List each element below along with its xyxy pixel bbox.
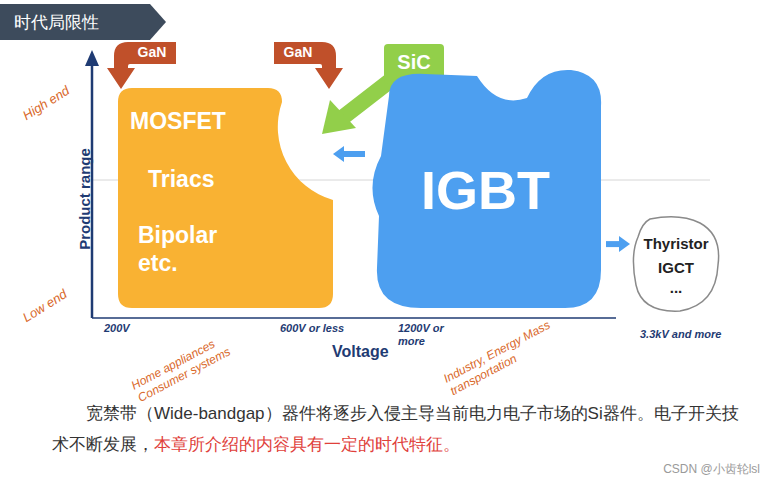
market-label: Industry, Energy Mass transportation	[441, 310, 574, 399]
arrow-head	[619, 236, 630, 252]
node-label: IGCT	[630, 259, 722, 277]
igbt-region: IGBT	[365, 66, 606, 312]
arrow-head	[333, 146, 344, 162]
highlight-text: 本章所介绍的内容具有一定的时代特征。	[154, 435, 460, 454]
voltage-tick: 3.3kV and more	[640, 328, 750, 341]
axis-title: Product range	[76, 134, 94, 264]
node-label: MOSFET	[130, 108, 280, 136]
shape-part	[372, 70, 601, 308]
voltage-tick: 200V	[104, 322, 154, 335]
connector-line	[344, 151, 365, 157]
gan-arrow: GaN	[106, 40, 178, 90]
silicon-device-region: MOSFET TriacsBipolar etc.	[118, 88, 333, 308]
caption-block: 宽禁带（Wide-bandgap）器件将逐步入侵主导当前电力电子市场的Si器件。…	[52, 398, 752, 460]
shape-part	[322, 100, 356, 134]
node-label: Triacs	[148, 166, 268, 194]
shape-part	[274, 42, 343, 89]
voltage-tick: 1200V or more	[398, 322, 468, 348]
node-label: GaN	[276, 44, 320, 61]
node-label: SiC	[384, 50, 444, 74]
node-label: ...	[630, 279, 722, 297]
watermark: CSDN @小齿轮lsl	[663, 461, 760, 478]
connector-arrow	[606, 236, 630, 252]
x-axis	[92, 317, 616, 319]
voltage-tick: 600V or less	[280, 322, 370, 335]
thyristor-region: ThyristorIGCT...	[630, 215, 722, 315]
market-label: Home appliances Consumer systems	[129, 319, 257, 405]
shape-part	[107, 42, 176, 89]
title-tab	[0, 4, 166, 40]
axis-title: Voltage	[332, 342, 412, 361]
shape-part	[118, 88, 333, 308]
connector-arrow	[333, 146, 365, 162]
axis-end-label: High end	[20, 68, 96, 124]
axis-end-label: Low end	[20, 270, 96, 326]
node-label: Bipolar etc.	[138, 222, 248, 277]
gan-arrow: GaN	[272, 40, 344, 90]
y-axis-head	[85, 50, 99, 66]
node-label: GaN	[130, 44, 174, 61]
connector-line	[606, 241, 619, 247]
node-label: Thyristor	[630, 235, 722, 253]
title-text: 时代局限性	[14, 11, 99, 34]
node-label: IGBT	[375, 158, 596, 223]
